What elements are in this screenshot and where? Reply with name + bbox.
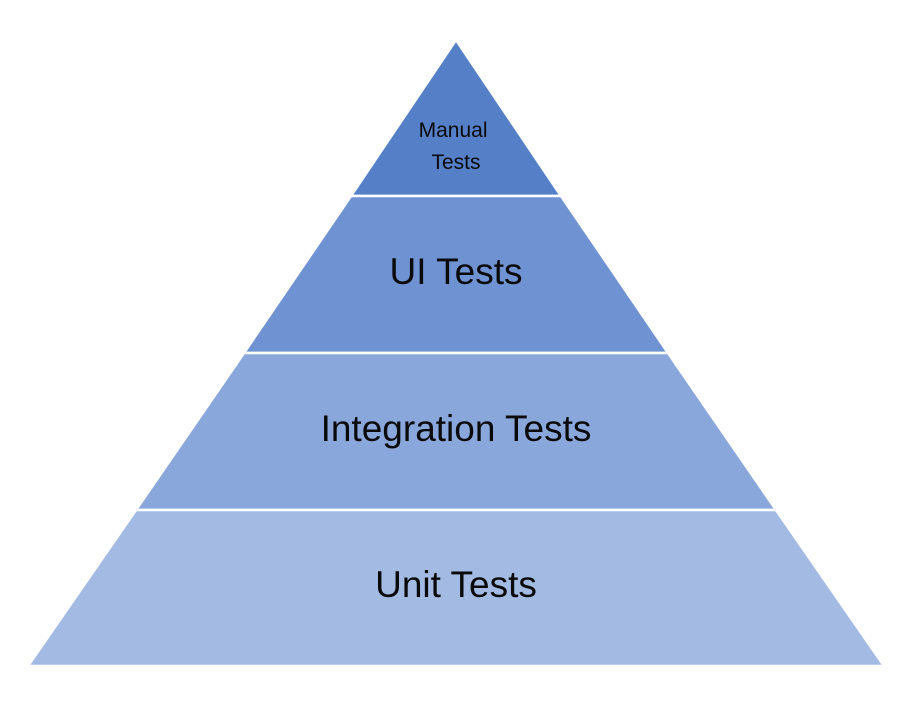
tier-manual-label-line-2: Tests (431, 151, 480, 174)
pyramid-tier-ui: UI Tests (241, 194, 671, 355)
tier-ui-label: UI Tests (390, 251, 523, 292)
tier-unit-shape (25, 508, 887, 668)
pyramid-tier-manual: Manual Tests (348, 37, 564, 198)
pyramid-tier-unit: Unit Tests (25, 508, 887, 668)
tier-unit-label-line-1: Unit Tests (375, 564, 537, 605)
tier-manual-label: Manual Tests (419, 119, 494, 174)
pyramid-tier-integration: Integration Tests (133, 351, 779, 512)
tier-ui-label-line-1: UI Tests (390, 251, 523, 292)
tier-manual-label-line-1: Manual (419, 119, 488, 142)
tier-unit-label: Unit Tests (375, 564, 537, 605)
tier-integration-label: Integration Tests (321, 408, 592, 449)
tier-integration-label-line-1: Integration Tests (321, 408, 592, 449)
